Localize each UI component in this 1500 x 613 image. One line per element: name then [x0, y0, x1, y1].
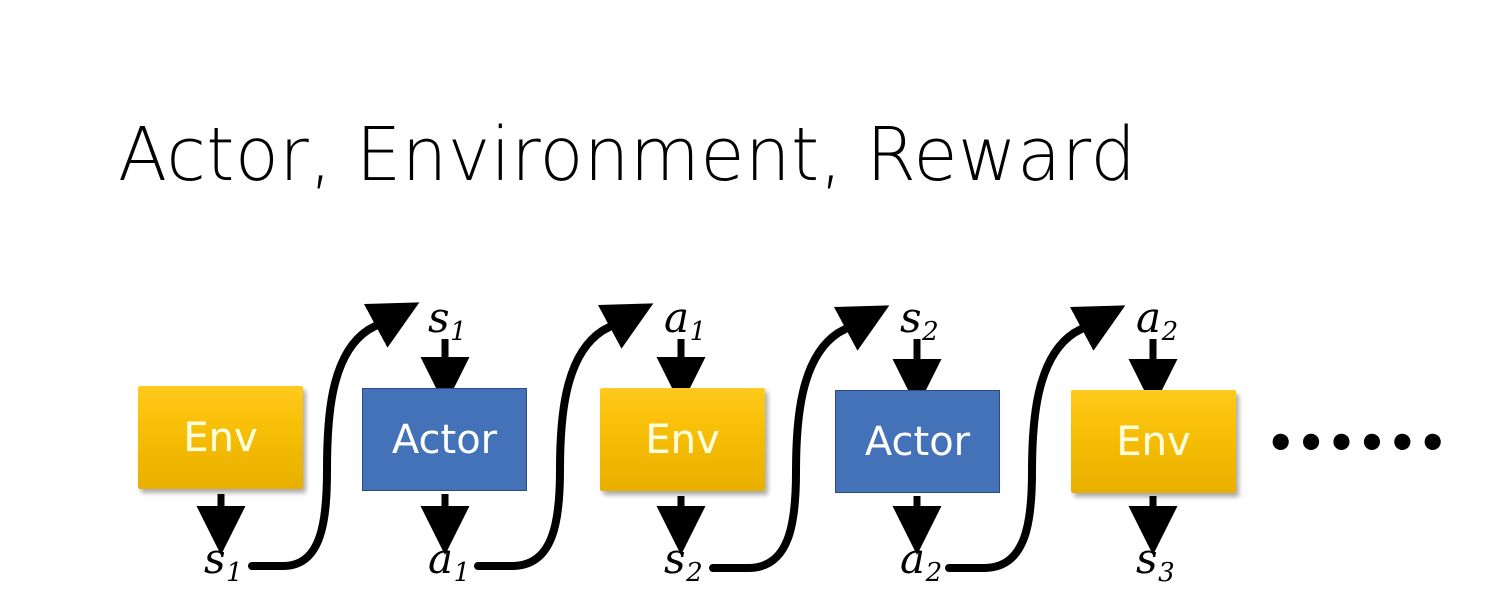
label-bottom-s1: s1	[204, 538, 243, 588]
node-env-3-label: Env	[1116, 418, 1191, 465]
label-top-a1-base: a	[664, 293, 690, 342]
label-bottom-s2: s2	[664, 538, 703, 588]
node-actor-1[interactable]: Actor	[362, 388, 527, 491]
node-actor-2-label: Actor	[864, 418, 971, 465]
curve-a2-to-env3	[945, 305, 1126, 572]
curve-s2-to-actor2	[709, 305, 890, 572]
label-top-s2-sub: 2	[922, 316, 939, 347]
label-top-s2-base: s	[900, 293, 922, 342]
label-bottom-s1-base: s	[204, 534, 226, 583]
label-bottom-s3-sub: 3	[1158, 557, 1175, 588]
node-env-2[interactable]: Env	[600, 388, 765, 491]
label-top-a2: a2	[1136, 297, 1179, 347]
node-env-1-label: Env	[183, 414, 258, 461]
label-top-s1: s1	[428, 297, 467, 347]
node-env-1[interactable]: Env	[138, 386, 303, 489]
label-top-a1: a1	[664, 297, 707, 347]
label-bottom-a2-base: a	[900, 534, 926, 583]
label-bottom-a2: a2	[900, 538, 943, 588]
label-top-s1-sub: 1	[450, 316, 467, 347]
label-bottom-a1-sub: 1	[453, 557, 471, 588]
label-bottom-s2-sub: 2	[686, 557, 703, 588]
label-bottom-a1-base: a	[428, 534, 454, 583]
label-top-s2: s2	[900, 297, 939, 347]
label-bottom-a2-sub: 2	[925, 557, 943, 588]
page-title: Actor, Environment, Reward	[118, 112, 1137, 198]
label-bottom-s3: s3	[1136, 538, 1175, 588]
label-top-s1-base: s	[428, 293, 450, 342]
label-bottom-a1: a1	[428, 538, 471, 588]
label-bottom-s3-base: s	[1136, 534, 1158, 583]
continuation-ellipsis: ••••••	[1266, 416, 1449, 470]
label-top-a2-sub: 2	[1161, 316, 1179, 347]
node-env-2-label: Env	[645, 416, 720, 463]
label-bottom-s1-sub: 1	[226, 557, 243, 588]
curve-a1-to-env2	[474, 303, 654, 570]
curve-s1-to-actor1	[248, 302, 420, 570]
label-top-a2-base: a	[1136, 293, 1162, 342]
label-top-a1-sub: 1	[689, 316, 707, 347]
label-bottom-s2-base: s	[664, 534, 686, 583]
node-env-3[interactable]: Env	[1071, 390, 1236, 493]
node-actor-1-label: Actor	[391, 416, 498, 463]
node-actor-2[interactable]: Actor	[835, 390, 1000, 493]
